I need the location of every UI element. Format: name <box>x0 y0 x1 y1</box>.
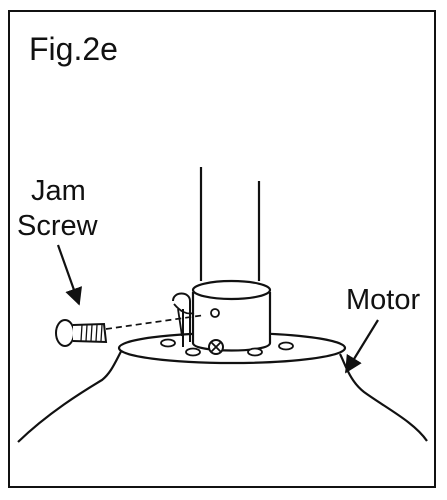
coupling-top-rim <box>193 281 270 299</box>
set-screw-slot <box>211 342 221 352</box>
jam-screw-label-line-2: Screw <box>17 210 98 242</box>
mounting-hole-left-2 <box>186 349 200 356</box>
installation-guide-line <box>106 315 205 329</box>
mounting-hole-right-1 <box>248 349 262 356</box>
coupling-screw-hole <box>211 309 219 317</box>
coupling-collar <box>193 292 270 351</box>
hanger-pin <box>173 294 190 348</box>
jam-screw-threads <box>81 325 102 341</box>
mounting-hole-left-1 <box>161 340 175 347</box>
motor-arrow <box>346 320 378 374</box>
jam-screw-arrow <box>58 245 82 306</box>
figure-frame <box>8 10 436 488</box>
jam-screw-head <box>56 320 74 346</box>
jam-screw <box>56 320 106 346</box>
retaining-clip <box>174 304 194 336</box>
jam-screw-label-line-1: Jam <box>31 175 86 207</box>
figure-title: Fig.2e <box>29 31 118 67</box>
mounting-hole-right-2 <box>279 343 293 350</box>
motor-label: Motor <box>346 284 421 316</box>
